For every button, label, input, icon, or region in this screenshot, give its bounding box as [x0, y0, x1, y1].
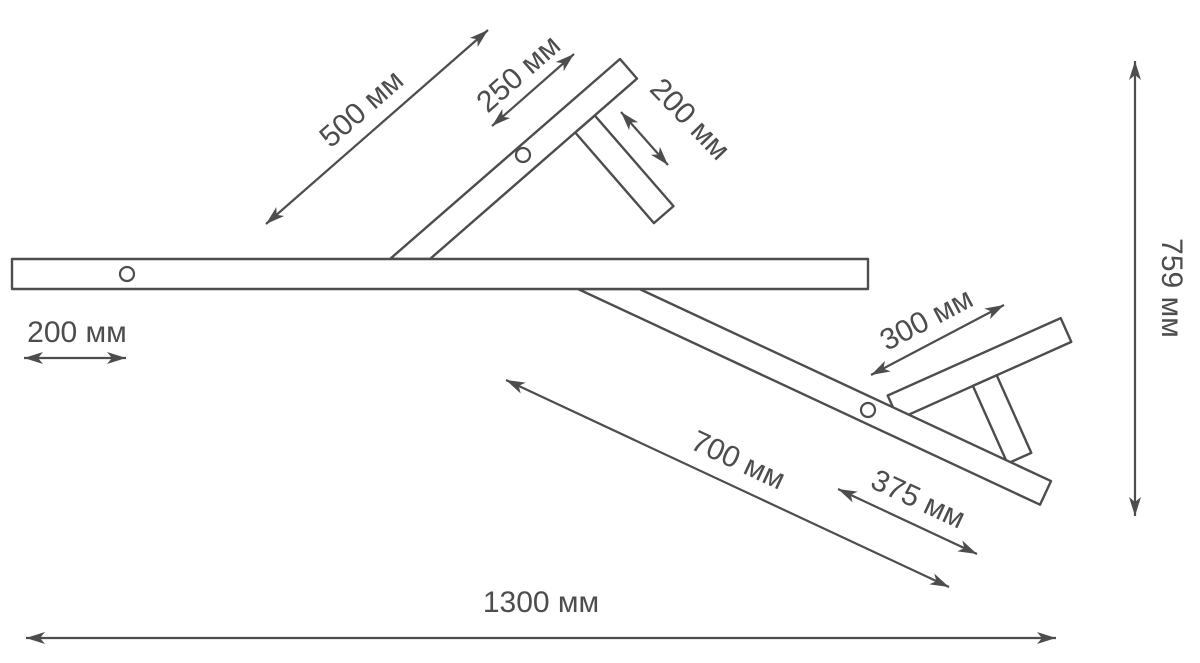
dimension-overall-width: 1300 мм — [26, 586, 1056, 644]
dimension-label-overall-height: 759 мм — [1155, 238, 1188, 338]
frame-structure — [10, 57, 1073, 506]
upper-cross-branch — [574, 114, 675, 225]
dimension-overall-height: 759 мм — [1129, 61, 1188, 516]
dimension-left-hole-offset: 200 мм — [24, 316, 127, 364]
dimension-label-overall-width: 1300 мм — [483, 586, 599, 619]
dimension-arrow-lower-arm-tip — [837, 488, 978, 555]
dimension-label-lower-arm: 700 мм — [686, 424, 790, 496]
dimension-arrow-upper-arm — [265, 29, 489, 225]
lower-joint-hole — [859, 401, 877, 419]
left-mounting-hole — [118, 265, 136, 283]
dimension-label-lower-arm-tip: 375 мм — [866, 463, 970, 535]
dimension-upper-crossbar: 200 мм — [620, 72, 736, 167]
dimension-label-left-hole-offset: 200 мм — [27, 316, 127, 349]
upper-joint-hole — [514, 146, 532, 164]
dimension-arrow-upper-crossbar — [620, 111, 669, 166]
dimension-lower-arm-tip: 375 мм — [837, 463, 978, 555]
dimension-arrow-lower-branch — [870, 304, 1005, 376]
dimension-arrow-upper-arm-tip — [491, 53, 575, 127]
main-horizontal-bar — [10, 257, 870, 291]
dimension-upper-arm: 500 мм — [265, 29, 489, 225]
lower-cross-branch — [971, 374, 1033, 465]
